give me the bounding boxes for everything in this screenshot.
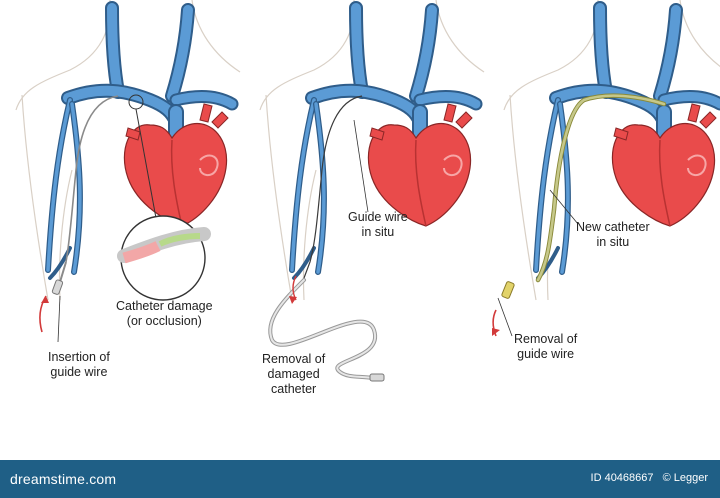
- image-credit: ID 40468667 © Legger: [585, 472, 708, 484]
- label-line: in situ: [596, 235, 630, 249]
- label-line: guide wire: [50, 365, 108, 379]
- panel-2: [259, 0, 485, 382]
- new-catheter: [536, 94, 666, 282]
- label-line: catheter: [271, 382, 317, 396]
- label-catheter-damage: Catheter damage (or occlusion): [116, 299, 213, 329]
- panel-1: [15, 0, 241, 343]
- brand-logo[interactable]: dreamstime.com: [10, 471, 117, 487]
- label-insertion: Insertion of guide wire: [48, 350, 110, 380]
- label-line: Removal of: [514, 332, 578, 346]
- removed-connector: [369, 373, 385, 382]
- leader-newcatheter: [549, 189, 579, 225]
- leader-removalwire: [497, 297, 513, 337]
- diagram-stage: Catheter damage (or occlusion) Insertion…: [15, 0, 720, 397]
- catheter-hub-1: [59, 261, 67, 283]
- label-line: damaged: [267, 367, 320, 381]
- arrow-head-1: [41, 296, 49, 303]
- label-line: Insertion of: [48, 350, 110, 364]
- label-removal-catheter: Removal of damaged catheter: [262, 352, 325, 397]
- removed-catheter-inner: [269, 279, 377, 379]
- zoom-damage: [122, 241, 161, 264]
- image-id: ID 40468667: [590, 472, 654, 484]
- label-line: Guide wire: [348, 210, 408, 224]
- image-author: © Legger: [662, 472, 708, 484]
- catheter-connector-1: [51, 279, 64, 295]
- new-catheter-connector: [501, 281, 515, 299]
- guide-wire-2: [303, 95, 363, 279]
- arrow-head-2: [289, 296, 297, 304]
- label-guide-wire: Guide wire in situ: [348, 210, 408, 240]
- label-line: Catheter damage: [116, 299, 213, 313]
- label-new-catheter: New catheter in situ: [576, 220, 650, 250]
- leader-insertion: [57, 295, 61, 343]
- footer-bar: dreamstime.com ID 40468667 © Legger: [0, 460, 720, 498]
- panel-3: [492, 0, 720, 337]
- label-line: New catheter: [576, 220, 650, 234]
- label-line: in situ: [361, 225, 395, 239]
- catheter-1: [65, 95, 119, 263]
- arrow-head-3: [492, 328, 500, 336]
- label-line: Removal of: [262, 352, 326, 366]
- zoom-occlusion: [158, 233, 201, 247]
- label-line: (or occlusion): [126, 314, 202, 328]
- label-line: guide wire: [517, 347, 575, 361]
- diagram-svg: [15, 0, 720, 382]
- leader-guidewire: [353, 119, 369, 213]
- label-removal-wire: Removal of guide wire: [514, 332, 577, 362]
